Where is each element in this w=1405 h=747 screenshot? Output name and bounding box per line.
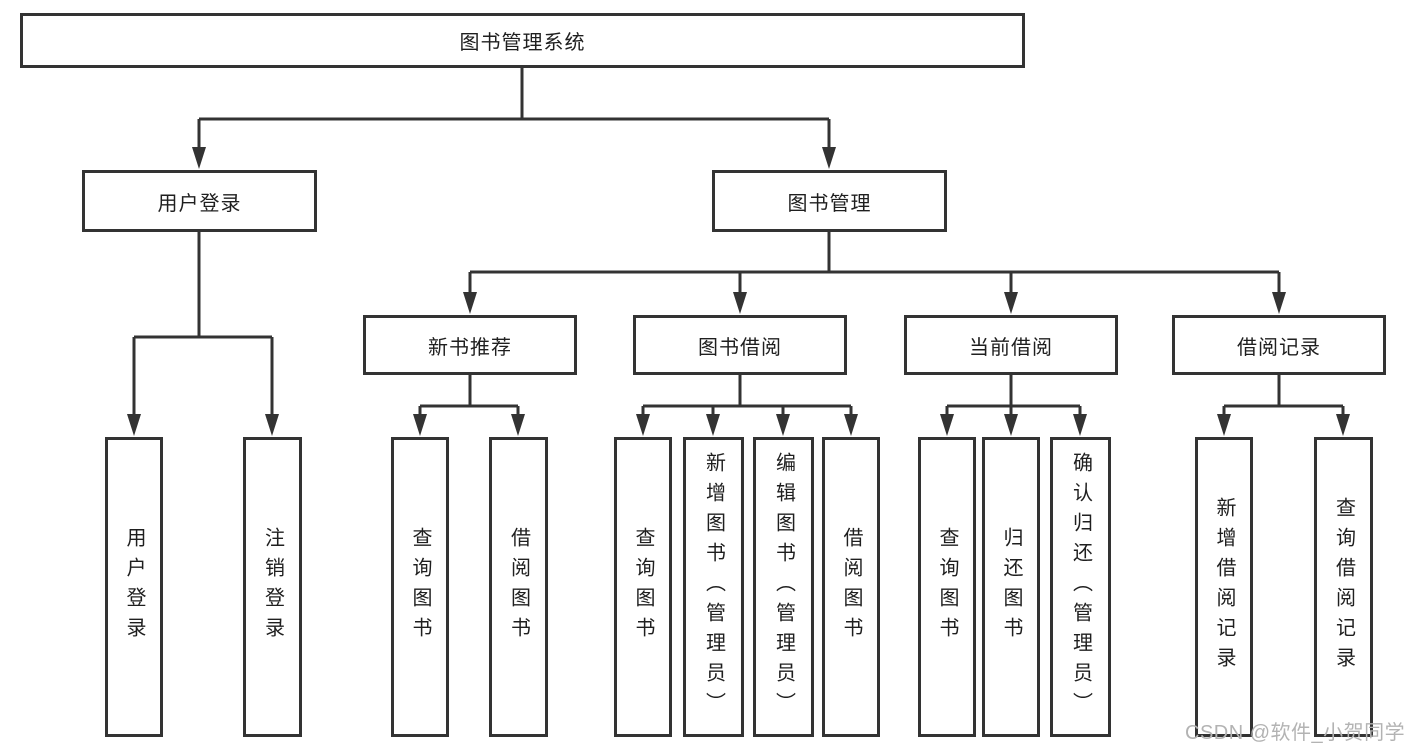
node-label: 查询图书: [409, 527, 431, 647]
node-label: 图书借阅: [698, 336, 782, 359]
node-current-borrowing: 当前借阅: [904, 315, 1118, 375]
node-book-borrowing: 图书借阅: [633, 315, 847, 375]
node-label: 查询借阅记录: [1332, 497, 1355, 677]
node-label: 图书管理系统: [459, 32, 586, 54]
node-leaf-borrow-book-1: 借阅图书: [489, 437, 548, 737]
node-label: 当前借阅: [969, 336, 1053, 359]
node-label: 用户登录: [123, 527, 145, 647]
node-borrowing-records: 借阅记录: [1172, 315, 1386, 375]
node-label: 归还图书: [1000, 527, 1022, 647]
node-leaf-borrow-book-2: 借阅图书: [822, 437, 880, 737]
node-label: 图书管理: [787, 192, 872, 215]
node-leaf-user-login: 用户登录: [105, 437, 163, 737]
node-leaf-return-book: 归还图书: [982, 437, 1040, 737]
node-book-management: 图书管理: [712, 170, 947, 232]
node-leaf-query-book-2: 查询图书: [614, 437, 672, 737]
node-new-book-recommend: 新书推荐: [363, 315, 577, 375]
node-user-login-branch: 用户登录: [82, 170, 317, 232]
node-leaf-query-book-3: 查询图书: [918, 437, 976, 737]
node-label: 注销登录: [261, 527, 284, 647]
node-label: 确认归还（管理员）: [1069, 452, 1092, 722]
node-label: 新增借阅记录: [1213, 497, 1235, 677]
node-label: 借阅记录: [1237, 336, 1321, 359]
node-leaf-logout: 注销登录: [243, 437, 302, 737]
node-leaf-edit-book-admin: 编辑图书（管理员）: [753, 437, 814, 737]
node-label: 新书推荐: [428, 336, 512, 359]
node-label: 查询图书: [632, 527, 654, 647]
node-label: 借阅图书: [840, 527, 862, 647]
node-library-system: 图书管理系统: [20, 13, 1025, 68]
node-leaf-confirm-return-admin: 确认归还（管理员）: [1050, 437, 1111, 737]
node-label: 用户登录: [157, 192, 242, 215]
node-leaf-query-borrow-record: 查询借阅记录: [1314, 437, 1373, 737]
node-label: 借阅图书: [507, 527, 530, 647]
node-label: 查询图书: [936, 527, 958, 647]
node-label: 编辑图书（管理员）: [772, 452, 795, 722]
csdn-watermark: CSDN @软件_小贺同学: [1185, 722, 1405, 744]
node-leaf-query-book-1: 查询图书: [391, 437, 449, 737]
node-leaf-add-book-admin: 新增图书（管理员）: [683, 437, 744, 737]
node-label: 新增图书（管理员）: [702, 452, 725, 722]
node-leaf-add-borrow-record: 新增借阅记录: [1195, 437, 1253, 737]
